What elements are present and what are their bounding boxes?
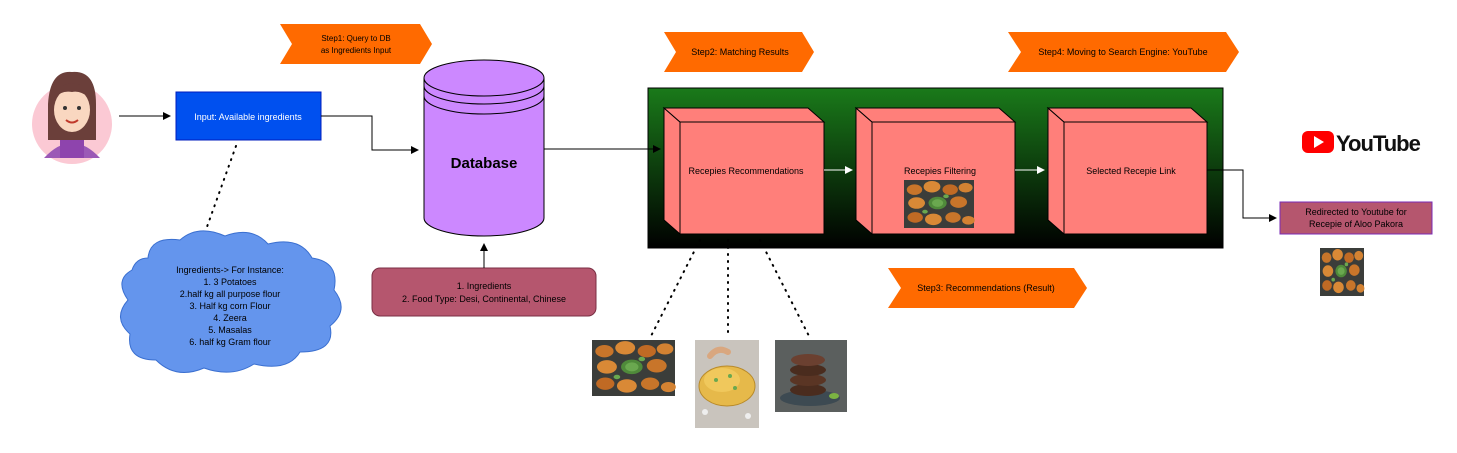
cloud-item-1: 1. 3 Potatoes: [203, 277, 257, 287]
step3-text: Step3: Recommendations (Result): [917, 283, 1055, 293]
youtube-logo: YouTube: [1302, 131, 1422, 156]
step2-text: Step2: Matching Results: [691, 47, 789, 57]
recommendations-cube: Recepies Recommendations: [662, 106, 826, 236]
filtering-pakora-image: [904, 180, 975, 228]
recommendation-to-image1-dotted-connector: [649, 239, 701, 339]
selected-link-label: Selected Recepie Link: [1086, 166, 1176, 176]
input-to-cloud-dotted-connector: [202, 145, 237, 239]
step4-arrow: Step4: Moving to Search Engine: YouTube: [1008, 32, 1239, 72]
food-image-kebab: [775, 340, 847, 412]
cloud-item-5: 5. Masalas: [208, 325, 252, 335]
cloud-item-3: 3. Half kg corn Flour: [189, 301, 270, 311]
recommendations-label: Recepies Recommendations: [688, 166, 804, 176]
cloud-title: Ingredients-> For Instance:: [176, 265, 284, 275]
database-inputs-line2: 2. Food Type: Desi, Continental, Chinese: [402, 294, 566, 304]
user-avatar: [32, 71, 112, 164]
selected-to-redirect-connector: [1207, 169, 1277, 222]
selected-link-cube: Selected Recepie Link: [1046, 106, 1209, 236]
step3-arrow: Step3: Recommendations (Result): [888, 268, 1087, 308]
database-cylinder: Database: [423, 59, 545, 237]
redirect-line2: Recepie of Aloo Pakora: [1309, 219, 1403, 229]
input-ingredients-box: Input: Available ingredients: [175, 91, 322, 141]
cloud-item-2: 2.half kg all purpose flour: [180, 289, 281, 299]
redirect-pakora-image: [1320, 248, 1365, 296]
youtube-logo-text: YouTube: [1336, 131, 1421, 156]
database-label: Database: [451, 155, 518, 172]
step2-arrow: Step2: Matching Results: [664, 32, 814, 72]
redirect-line1: Redirected to Youtube for: [1305, 207, 1407, 217]
food-image-paratha: [695, 340, 759, 428]
input-to-database-connector: [321, 115, 419, 154]
step1-text-line1: Step1: Query to DB: [321, 34, 390, 43]
cloud-item-4: 4. Zeera: [213, 313, 247, 323]
ingredients-cloud: Ingredients-> For Instance: 1. 3 Potatoe…: [120, 230, 342, 373]
database-inputs-line1: 1. Ingredients: [457, 281, 512, 291]
recommendation-to-image3-dotted-connector: [759, 239, 811, 339]
input-ingredients-label: Input: Available ingredients: [194, 112, 302, 122]
step4-text: Step4: Moving to Search Engine: YouTube: [1038, 47, 1207, 57]
database-inputs-box: 1. Ingredients 2. Food Type: Desi, Conti…: [371, 267, 597, 317]
food-image-pakora: [592, 340, 676, 396]
filtering-label: Recepies Filtering: [904, 166, 976, 176]
filtering-cube: Recepies Filtering: [854, 106, 1017, 236]
redirect-box: Redirected to Youtube for Recepie of Alo…: [1279, 201, 1433, 235]
step1-arrow: Step1: Query to DB as Ingredients Input: [280, 24, 432, 64]
cloud-item-6: 6. half kg Gram flour: [189, 337, 271, 347]
step1-text-line2: as Ingredients Input: [321, 46, 392, 55]
